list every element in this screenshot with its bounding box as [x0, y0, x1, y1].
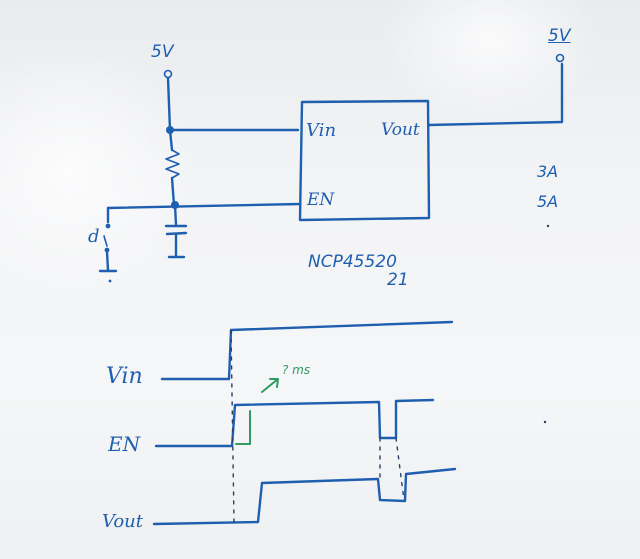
delay-arrow-icon — [261, 378, 279, 393]
switch-contact — [105, 223, 111, 229]
waveform-vin — [160, 320, 454, 381]
timing-label-vin: Vin — [106, 364, 143, 389]
supply-label-left: 5V — [151, 42, 174, 62]
switch-lever — [103, 235, 108, 247]
timing-label-vout: Vout — [102, 511, 144, 532]
vsupply-terminal-right — [555, 53, 565, 63]
alignment-line — [395, 437, 405, 501]
delay-note: ? ms — [282, 363, 311, 377]
switch-lead-bottom — [105, 250, 110, 272]
ic-pin-vin: Vin — [306, 120, 337, 141]
vout-wire — [427, 62, 564, 127]
supply-wire-left — [166, 76, 172, 132]
ic-pin-en: EN — [307, 190, 335, 210]
stray-mark — [543, 420, 547, 424]
current-option-3a: 3A — [537, 162, 559, 181]
supply-label-right: 5V — [548, 26, 571, 46]
switch-contact — [104, 247, 110, 253]
delay-marker — [235, 410, 251, 445]
resistor-lead-top — [168, 128, 174, 152]
waveform-en — [154, 398, 435, 448]
ic-outline — [298, 99, 431, 222]
ic-pin-vout: Vout — [381, 120, 420, 140]
resistor-lead-bottom — [170, 176, 176, 207]
stray-mark — [546, 224, 550, 228]
current-option-5a: 5A — [537, 192, 559, 211]
capacitor-lead-top — [173, 203, 178, 227]
timing-label-en: EN — [108, 432, 141, 456]
ground-mark — [108, 279, 112, 283]
vsupply-terminal-left — [163, 69, 173, 79]
resistor-symbol — [165, 149, 180, 179]
en-wire — [106, 202, 302, 210]
waveform-vout — [152, 467, 457, 526]
part-number-variant: 21 — [387, 270, 409, 290]
switch-label: d — [88, 226, 100, 247]
part-number: NCP45520 — [308, 252, 397, 272]
